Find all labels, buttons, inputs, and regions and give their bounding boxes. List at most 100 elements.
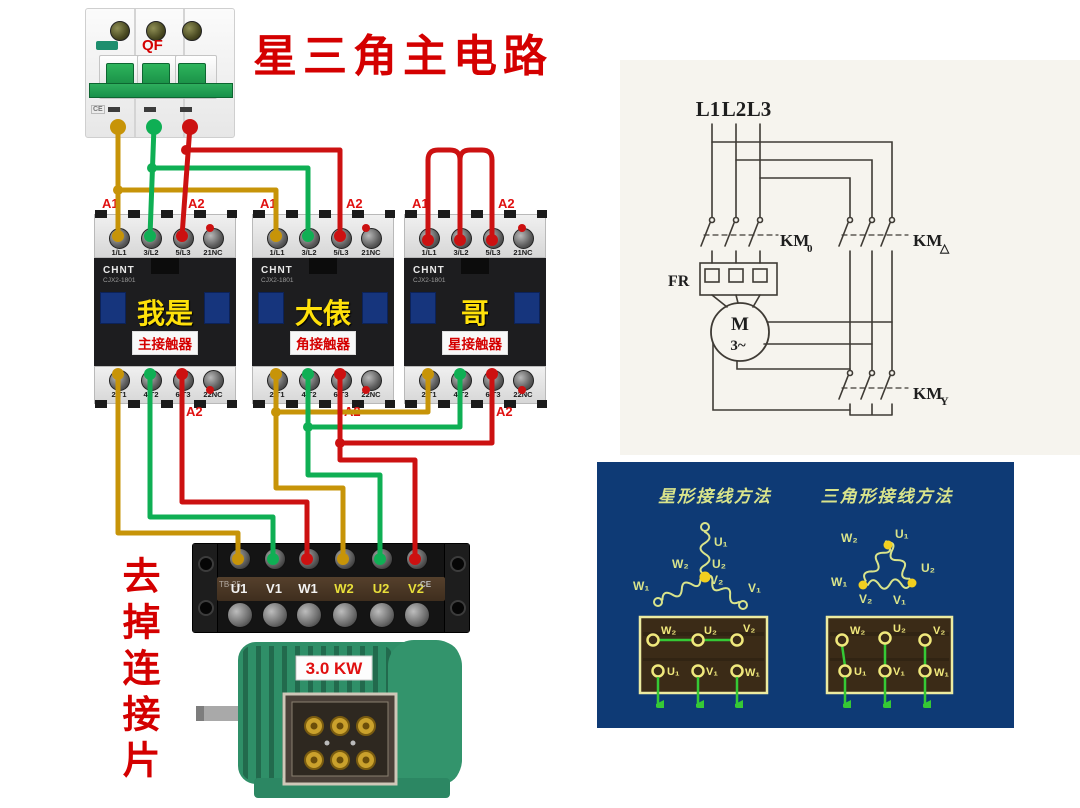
terminal-block: TB-25 U1 V1 W1 W2 U2 V2 CE — [192, 543, 470, 633]
motor-m-label: M — [731, 314, 749, 335]
block-label-u2: U2 — [372, 581, 390, 596]
delta-label-u2: U₂ — [921, 561, 935, 575]
breaker-brand-logo — [96, 41, 118, 50]
model-label: CJX2-1801 — [261, 277, 294, 284]
star-incoming-lines — [658, 677, 737, 704]
coil-label-a2: A2 — [344, 404, 361, 419]
delta-label-v1: V₁ — [893, 593, 906, 607]
wire-clamps — [253, 400, 395, 408]
block-terminal-screw — [334, 548, 356, 570]
km-star-label: KM — [913, 384, 942, 403]
terminal-label: 1/L1 — [421, 248, 437, 257]
phase-label-l3: L3 — [747, 97, 772, 121]
block-terminal-screw — [229, 548, 251, 570]
delta-incoming-lines — [845, 677, 925, 704]
delta-terminal-board: W₂ U₂ V₂ U₁ V₁ W₁ — [825, 615, 954, 704]
terminal-screw — [203, 228, 224, 249]
motor-terminal-studs — [304, 716, 376, 770]
terminal-screw — [451, 370, 472, 391]
nickname-overlay: 大俵 — [294, 299, 351, 330]
km-main-contacts — [700, 216, 779, 264]
contactor-latch — [151, 258, 179, 274]
delta-board-v2: V₂ — [933, 625, 945, 637]
brand-label: CHNT — [103, 265, 135, 276]
role-label: 角接触器 — [290, 331, 356, 355]
contactor-top-terminal-strip: 1/L1 3/L2 5/L3 21NC — [94, 210, 237, 258]
terminal-label: 6/T3 — [175, 390, 191, 399]
block-terminal-screw — [227, 602, 253, 628]
thermal-relay-fr — [699, 262, 778, 296]
terminal-label: 3/L2 — [453, 248, 469, 257]
terminal-label: 22NC — [203, 390, 223, 399]
breaker-indicator-window — [180, 107, 192, 112]
motor-power-plate — [295, 655, 373, 681]
contactor-bottom-terminal-strip: 2/T1 4/T2 6/T3 22NC — [94, 366, 237, 408]
mounting-hole — [450, 556, 466, 572]
winding-methods-panel: 星形接线方法 三角形接线方法 U₁ U₂ V₂ W₂ W₁ V₁ — [597, 462, 1014, 728]
km-delta-contacts — [838, 216, 909, 371]
wire-clamps — [95, 400, 237, 408]
contactor-body: CHNT CJX2-1801 哥 星接触器 — [404, 258, 546, 366]
aux-contact-slot — [362, 292, 388, 324]
terminal-label: 5/L3 — [485, 248, 501, 257]
delta-winding-diagram — [858, 537, 917, 591]
contactor-delta: A1 A2 1/L1 3/L2 5/L3 21NC CHNT CJX2-1801… — [252, 196, 395, 419]
coil-label-a2: A2 — [496, 404, 513, 419]
breaker-handle-tie-bar — [89, 83, 233, 98]
km-star-subscript: Y — [940, 394, 949, 408]
block-terminal-screw — [406, 548, 428, 570]
km-delta-label: KM — [913, 231, 942, 250]
block-label-strip — [217, 577, 445, 601]
breaker-top-terminal — [110, 21, 130, 41]
terminal-screw — [483, 370, 504, 391]
mounting-hole — [198, 600, 214, 616]
coil-label-a1: A1 — [412, 196, 429, 211]
terminal-label: 22NC — [361, 390, 381, 399]
delta-label-v2: V₂ — [859, 592, 872, 606]
role-label: 星接触器 — [442, 331, 508, 355]
block-terminal-screw — [369, 602, 395, 628]
contactor-top-terminal-strip: 1/L1 3/L2 5/L3 21NC — [252, 210, 395, 258]
terminal-label: 2/T1 — [421, 390, 437, 399]
side-note-remove-links: 去掉连接片 — [116, 556, 158, 786]
terminal-label: 21NC — [203, 248, 223, 257]
delta-board-u1: U₁ — [854, 666, 867, 678]
brand-label: CHNT — [261, 265, 293, 276]
km-main-label: KM — [780, 231, 809, 250]
star-label-v2: V₂ — [710, 573, 723, 587]
motor-shaft — [196, 706, 244, 721]
star-label-w2: W₂ — [672, 557, 689, 571]
km-delta-subscript: △ — [939, 241, 950, 255]
coil-label-a2: A2 — [188, 196, 205, 211]
breaker-top-terminal — [182, 21, 202, 41]
block-end-cap — [193, 544, 218, 632]
block-terminal-screw — [296, 602, 322, 628]
fr-label: FR — [668, 273, 690, 290]
coil-label-a2: A2 — [186, 404, 203, 419]
contactor-body: CHNT CJX2-1801 我是 主接触器 — [94, 258, 236, 366]
mounting-hole — [198, 556, 214, 572]
terminal-label: 21NC — [361, 248, 381, 257]
block-label-v1: V1 — [266, 581, 282, 596]
role-label: 主接触器 — [132, 331, 198, 355]
contactor-star: A1 A2 1/L1 3/L2 5/L3 21NC CHNT CJX2-1801… — [404, 196, 547, 419]
contactor-latch — [461, 258, 489, 274]
delta-label-u1: U₁ — [895, 527, 909, 541]
star-board-u2: U₂ — [704, 625, 717, 637]
star-delta-schematic: L1 L2 L3 KM 0 KM △ KM Y FR M 3~ — [620, 60, 1080, 455]
delta-board-u2: U₂ — [893, 623, 906, 635]
terminal-label: 21NC — [513, 248, 533, 257]
terminal-screw — [299, 228, 320, 249]
star-board-u1: U₁ — [667, 666, 680, 678]
terminal-screw — [419, 370, 440, 391]
terminal-screw — [361, 370, 382, 391]
terminal-screw — [173, 370, 194, 391]
star-board-w1: W₁ — [745, 667, 760, 679]
terminal-screw — [483, 228, 504, 249]
wire-clamps — [95, 210, 237, 218]
terminal-label: 6/T3 — [333, 390, 349, 399]
terminal-label: 4/T2 — [453, 390, 469, 399]
terminal-screw — [331, 370, 352, 391]
aux-contact-slot — [514, 292, 540, 324]
star-label-v1: V₁ — [748, 581, 761, 595]
